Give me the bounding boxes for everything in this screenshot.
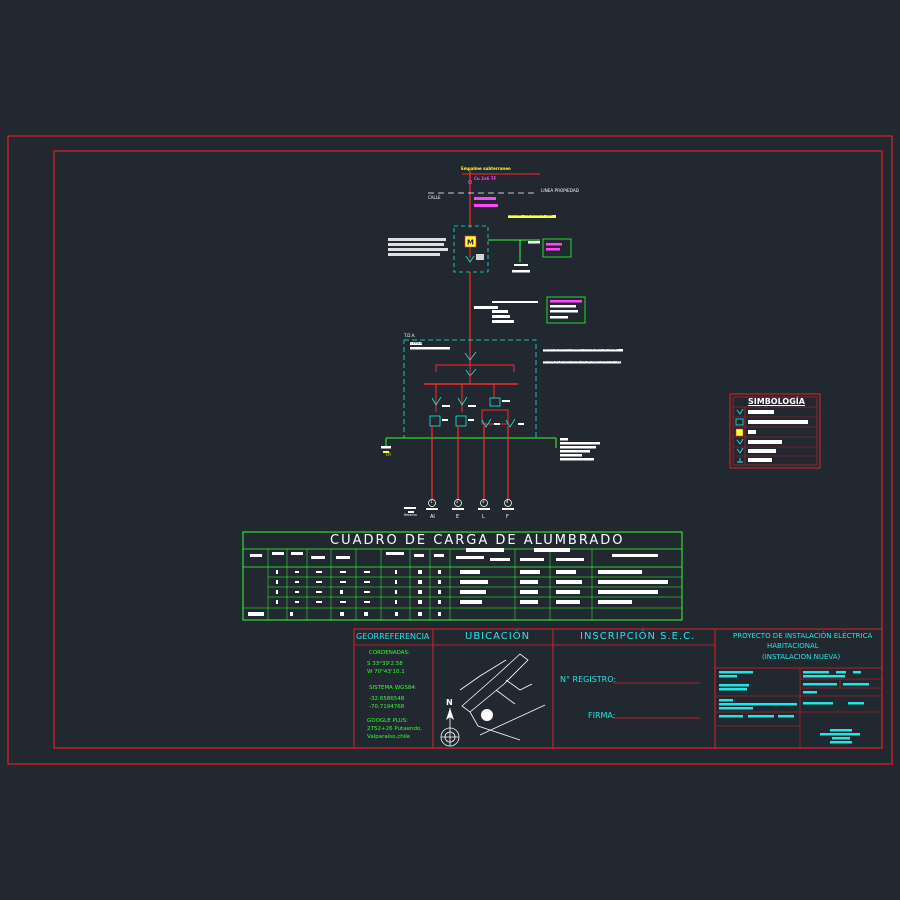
circuit-label-3: 3 [482, 500, 485, 504]
property-line-label: LINEA PROPIEDAD [541, 189, 579, 193]
registro-label: N° REGISTRO: [560, 676, 616, 684]
georref-line-8: 2752+26 Putaendo, [367, 727, 422, 733]
tablero-label: T.D.A. [404, 334, 416, 338]
svg-text:M: M [467, 239, 474, 247]
georref-line-7: GOOGLE PLUS: [367, 719, 408, 725]
top-supply-label: Empalme subterraneo [461, 167, 511, 171]
ubicacion-header: UBICACIÓN [465, 632, 530, 642]
inscripcion-header: INSCRIPCIÓN S.E.C. [580, 632, 695, 642]
ground-icon [737, 458, 743, 462]
north-label: N [446, 699, 453, 707]
georref-line-9: Valparaíso,chile [367, 735, 410, 741]
disconnect-icon [737, 439, 743, 444]
circuit-bottom-label-1: Al [430, 515, 435, 520]
reserve-label: Reserva [404, 514, 417, 517]
location-marker-icon [481, 709, 493, 721]
cuadro-title: CUADRO DE CARGA DE ALUMBRADO [330, 534, 625, 547]
feeder-label: Cu 2x6 TF [474, 177, 496, 181]
meter-note: Medidor monofásico tipo [508, 214, 552, 218]
circuit-label-4: 4 [506, 500, 509, 504]
firma-label: FIRMA: [588, 712, 615, 720]
project-title-line-3: (INSTALACION NUEVA) [762, 654, 840, 661]
georref-header: GEORREFERENCIA [356, 633, 429, 641]
georref-line-1: CORDENADAS: [369, 651, 410, 657]
georref-line-5: -32.6586548 [369, 697, 404, 703]
street-label: CALLE [428, 196, 441, 200]
location-map [460, 654, 545, 740]
circuit-bottom-label-3: L [482, 515, 485, 520]
ground-label: T.P. [385, 453, 391, 457]
circuit-label-1: 1 [430, 500, 433, 504]
differential-icon [737, 448, 743, 453]
compass-north-icon [441, 708, 459, 746]
circuit-label-2: 2 [456, 500, 459, 504]
georref-line-3: W 70°43'10.1 [367, 670, 405, 676]
tablero-note-1: Tablero embutido metálico norma Sello de… [543, 348, 618, 351]
breaker-icon [737, 409, 743, 414]
tablero-sublabel: EMP. PROPIEDAD 1X10A [404, 342, 447, 346]
tablero-note-2: Aplique en proyecciones norma segun plan… [543, 360, 628, 363]
georref-line-4: SISTEMA WGS84: [369, 686, 417, 692]
simbologia-title: SIMBOLOGÍA [748, 398, 805, 406]
georref-line-2: S 33°39'2.58 [367, 662, 403, 668]
circuit-bottom-label-4: F [506, 515, 509, 520]
project-title-line-2: HABITACIONAL [767, 643, 819, 650]
project-title-line-1: PROYECTO DE INSTALACIÓN ELÉCTRICA [733, 633, 872, 640]
switch-icon [736, 419, 743, 425]
georref-line-6: -70.7194768 [369, 705, 404, 711]
meter-symbol-icon [736, 429, 743, 436]
circuit-bottom-label-2: E [456, 515, 459, 520]
